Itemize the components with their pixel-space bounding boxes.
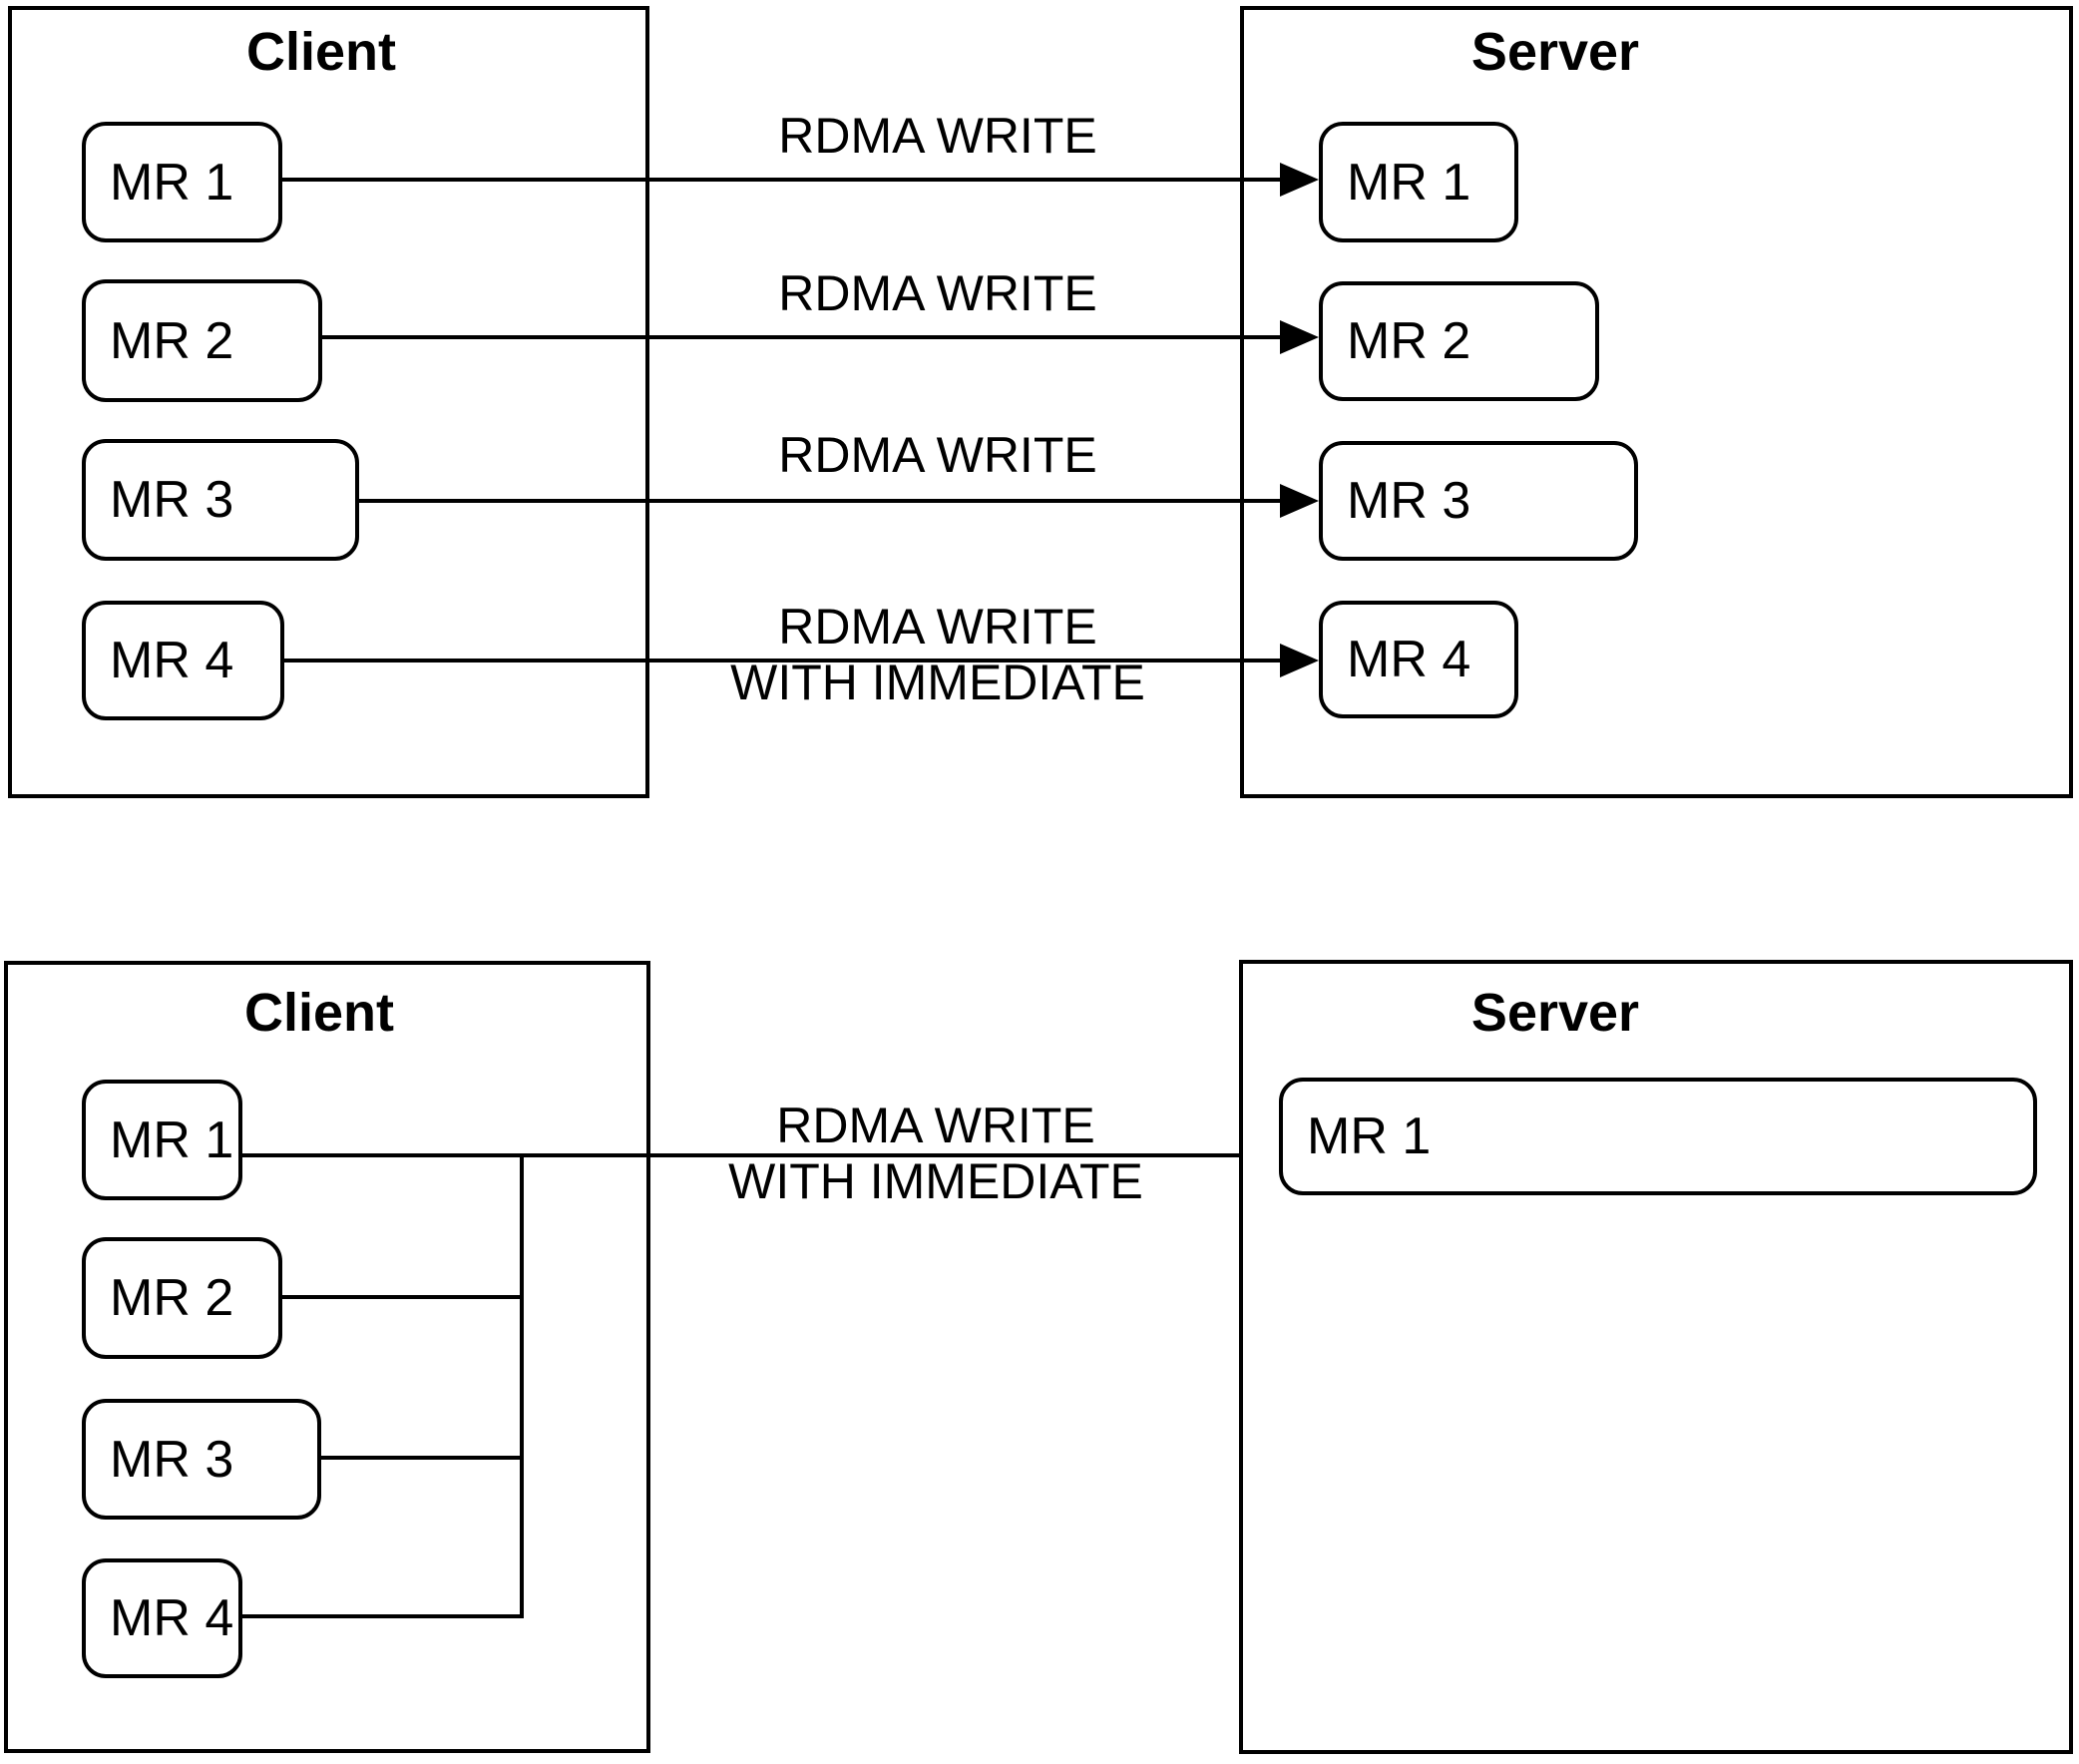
top-server-mr1: MR 1: [1319, 122, 1518, 242]
mr-label: MR 1: [110, 153, 234, 212]
mr2-connector-line: [282, 1295, 524, 1299]
rdma-write-arrow-3-label: RDMA WRITE: [778, 427, 1097, 483]
rdma-write-immediate-arrow-label: RDMA WRITE WITH IMMEDIATE: [628, 599, 1247, 710]
label-line-2: WITH IMMEDIATE: [728, 1153, 1143, 1209]
mr1-arrow-line: [242, 1153, 1249, 1157]
label-line-2: WITH IMMEDIATE: [730, 655, 1145, 710]
mr-label: MR 4: [110, 632, 234, 689]
top-client-mr3: MR 3: [82, 439, 359, 561]
mr3-connector-line: [321, 1456, 524, 1460]
top-client-title: Client: [245, 22, 397, 82]
bottom-server-title: Server: [1470, 983, 1640, 1043]
label-line-1: RDMA WRITE: [778, 599, 1097, 655]
rdma-write-arrow-2-label: RDMA WRITE: [778, 265, 1097, 321]
mr-label: MR 3: [110, 1430, 234, 1489]
top-server-mr3: MR 3: [1319, 441, 1638, 561]
rdma-write-arrow-1-line: [282, 178, 1289, 182]
right-arrowhead-icon: [1280, 163, 1319, 197]
mr-label: MR 3: [110, 471, 234, 529]
rdma-write-immediate-arrow-line: [284, 659, 1289, 662]
top-client-mr2: MR 2: [82, 279, 322, 402]
rdma-write-immediate-arrow-label: RDMA WRITE WITH IMMEDIATE: [626, 1098, 1245, 1209]
mr-label: MR 1: [1307, 1107, 1432, 1165]
mr4-connector-line: [242, 1614, 524, 1618]
bottom-server-mr1: MR 1: [1279, 1078, 2037, 1195]
bottom-client-mr3: MR 3: [82, 1399, 321, 1520]
right-arrowhead-icon: [1280, 644, 1319, 677]
mr-label: MR 1: [110, 1110, 234, 1169]
bottom-client-title: Client: [243, 983, 395, 1043]
mr-label: MR 2: [110, 311, 234, 370]
mr-label: MR 4: [1347, 631, 1471, 688]
rdma-write-arrow-1-label: RDMA WRITE: [778, 108, 1097, 164]
mr-label: MR 4: [110, 1589, 234, 1647]
mr-label: MR 3: [1347, 472, 1471, 530]
right-arrowhead-icon: [1280, 484, 1319, 518]
mr-label: MR 1: [1347, 153, 1471, 212]
top-server-title: Server: [1470, 22, 1640, 82]
label-line-1: RDMA WRITE: [776, 1098, 1095, 1153]
top-server-mr2: MR 2: [1319, 281, 1599, 401]
mr-label: MR 2: [110, 1269, 234, 1327]
rdma-write-arrow-3-line: [359, 499, 1289, 503]
bottom-client-mr4: MR 4: [82, 1558, 242, 1678]
top-client-mr1: MR 1: [82, 122, 282, 242]
gather-bus-line: [520, 1153, 524, 1618]
bottom-client-mr2: MR 2: [82, 1237, 282, 1359]
top-client-mr4: MR 4: [82, 601, 284, 720]
right-arrowhead-icon: [1280, 320, 1319, 354]
bottom-client-mr1: MR 1: [82, 1080, 242, 1200]
mr-label: MR 2: [1347, 312, 1471, 370]
rdma-write-arrow-2-line: [322, 335, 1289, 339]
top-server-mr4: MR 4: [1319, 601, 1518, 718]
